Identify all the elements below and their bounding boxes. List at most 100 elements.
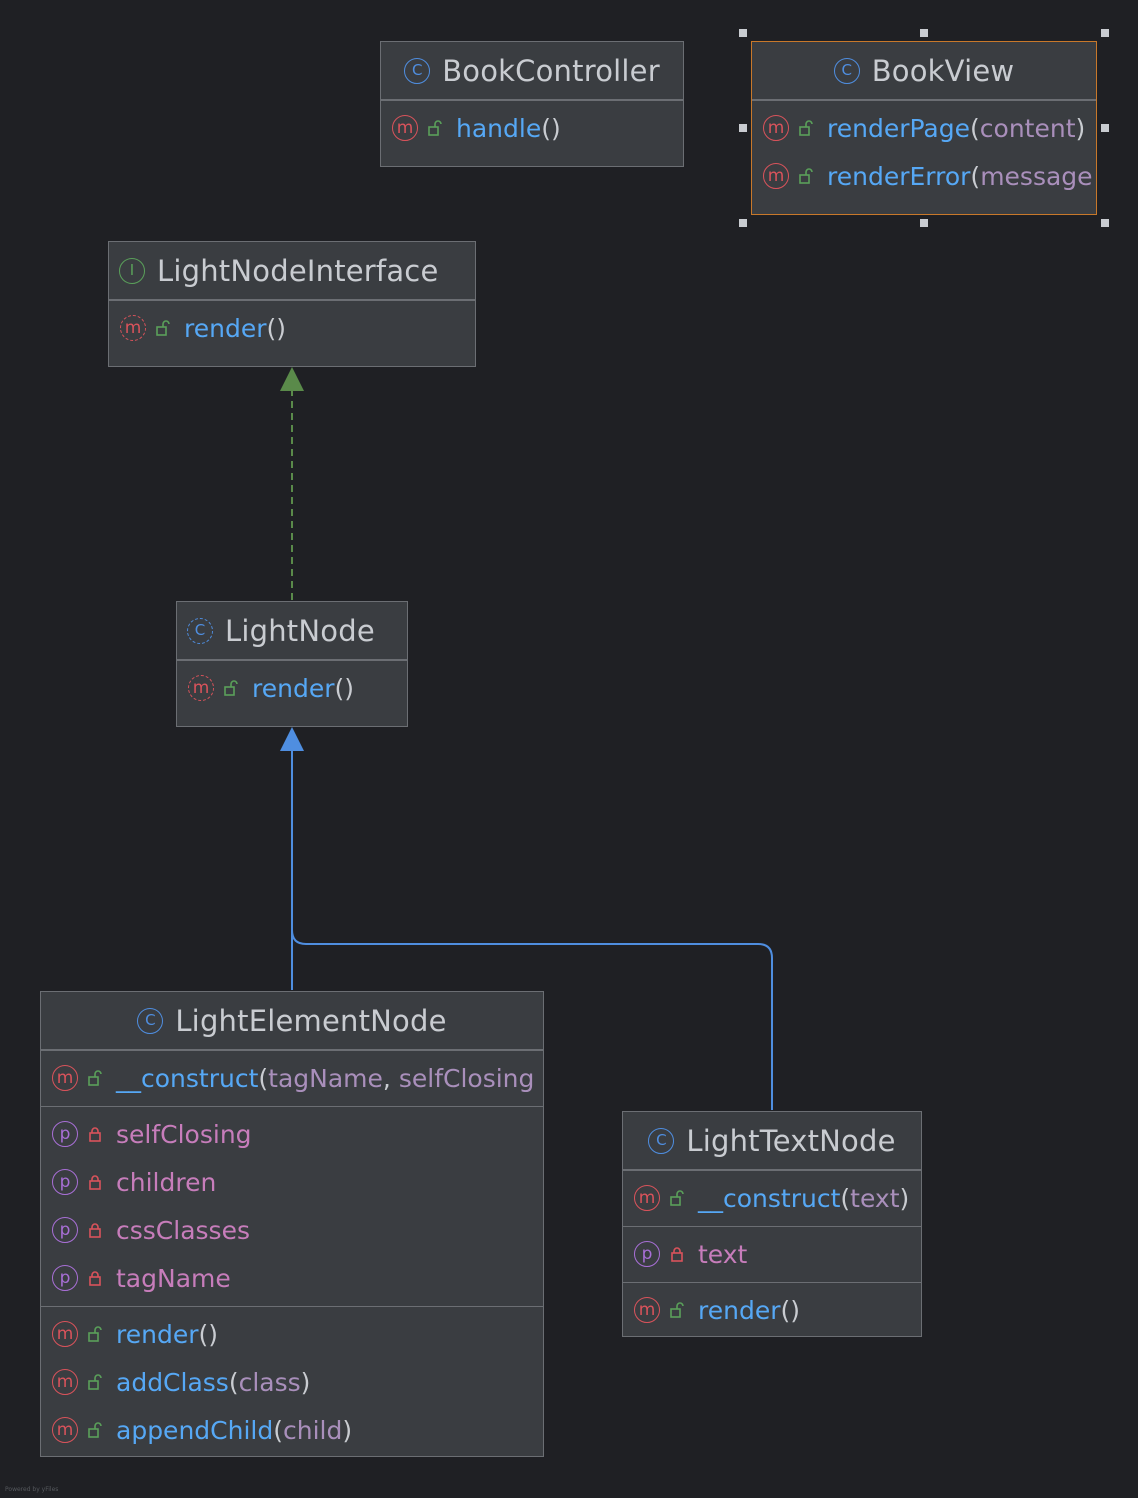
method-icon: m: [52, 1065, 78, 1091]
method-row[interactable]: m handle(): [381, 104, 683, 152]
extends-arrowhead: [280, 727, 304, 751]
class-name: BookController: [442, 53, 660, 88]
open-paren: (: [273, 1415, 283, 1445]
private-lock-icon: [89, 1127, 101, 1142]
property-name: text: [698, 1239, 748, 1269]
class-name: BookView: [871, 53, 1015, 88]
class-header: C BookController: [381, 42, 683, 100]
private-lock-icon: [671, 1247, 683, 1262]
resize-handle-s[interactable]: [920, 219, 928, 227]
property-row[interactable]: p selfClosing: [41, 1110, 543, 1158]
constructor-row[interactable]: m __construct(tagName,selfClosing: [41, 1054, 543, 1102]
property-row[interactable]: p tagName: [41, 1254, 543, 1302]
public-lock-icon: [88, 1070, 102, 1086]
property-name: children: [116, 1167, 217, 1197]
public-lock-icon: [670, 1190, 684, 1206]
interface-name: LightNodeInterface: [157, 253, 439, 288]
method-row[interactable]: m renderPage(content): [752, 104, 1096, 152]
properties-section: p selfClosing p children p cssClasses p …: [41, 1106, 543, 1306]
public-lock-icon: [670, 1302, 684, 1318]
close-paren: ): [899, 1183, 910, 1213]
method-param: child: [282, 1415, 343, 1445]
method-param: content: [979, 113, 1076, 143]
method-row[interactable]: m renderError(message: [752, 152, 1096, 200]
close-paren: ): [300, 1367, 311, 1397]
method-icon: m: [763, 163, 789, 189]
method-row[interactable]: m render(): [623, 1286, 921, 1334]
method-icon: m: [763, 115, 789, 141]
methods-section: m render() m addClass(class) m appendChi…: [41, 1306, 543, 1456]
property-name: selfClosing: [116, 1119, 252, 1149]
resize-handle-e[interactable]: [1101, 124, 1109, 132]
method-row[interactable]: m render(): [177, 664, 407, 712]
class-icon: C: [648, 1127, 675, 1154]
close-paren: ): [1075, 113, 1086, 143]
property-row[interactable]: p children: [41, 1158, 543, 1206]
method-icon: m: [52, 1369, 78, 1395]
class-box-light-element-node[interactable]: C LightElementNode m __construct(tagName…: [40, 991, 544, 1457]
class-name: LightNode: [225, 613, 375, 648]
open-paren: (: [970, 161, 981, 191]
method-row[interactable]: m render(): [109, 304, 475, 352]
interface-box-light-node-interface[interactable]: I LightNodeInterface m render(): [108, 241, 476, 367]
method-icon: m: [634, 1297, 660, 1323]
method-name: appendChild: [116, 1415, 274, 1445]
class-box-light-text-node[interactable]: C LightTextNode m __construct(text) p te…: [622, 1111, 922, 1337]
open-paren: (: [258, 1063, 269, 1093]
method-icon: m: [634, 1185, 660, 1211]
property-name: cssClasses: [116, 1215, 250, 1245]
abstract-method-icon: m: [188, 675, 214, 701]
resize-handle-nw[interactable]: [739, 29, 747, 37]
property-row[interactable]: p text: [623, 1230, 921, 1278]
class-header: C LightNode: [177, 602, 407, 660]
public-lock-icon: [224, 680, 238, 696]
private-lock-icon: [89, 1175, 101, 1190]
resize-handle-ne[interactable]: [1101, 29, 1109, 37]
resize-handle-sw[interactable]: [739, 219, 747, 227]
interface-icon: I: [119, 257, 145, 284]
class-header: C LightElementNode: [41, 992, 543, 1050]
class-box-book-controller[interactable]: C BookController m handle(): [380, 41, 684, 167]
method-name: handle: [456, 113, 542, 143]
open-paren: (: [228, 1367, 239, 1397]
private-lock-icon: [89, 1271, 101, 1286]
method-name: render: [184, 313, 267, 343]
method-param: message: [980, 161, 1093, 191]
resize-handle-n[interactable]: [920, 29, 928, 37]
property-icon: p: [52, 1265, 78, 1291]
class-name: LightTextNode: [686, 1123, 896, 1158]
method-row[interactable]: m appendChild(child): [41, 1406, 543, 1454]
property-icon: p: [52, 1217, 78, 1243]
public-lock-icon: [799, 120, 813, 136]
method-name: render: [698, 1295, 781, 1325]
close-paren: ): [342, 1415, 353, 1445]
class-box-book-view[interactable]: C BookView m renderPage(content) m rende…: [751, 41, 1097, 215]
constructor-row[interactable]: m __construct(text): [623, 1174, 921, 1222]
property-icon: p: [52, 1121, 78, 1147]
method-icon: m: [52, 1417, 78, 1443]
resize-handle-se[interactable]: [1101, 219, 1109, 227]
extends-edge-text-node[interactable]: [291, 929, 773, 1110]
method-row[interactable]: m render(): [41, 1310, 543, 1358]
method-name: renderPage: [827, 113, 971, 143]
public-lock-icon: [88, 1422, 102, 1438]
method-param: selfClosing: [398, 1063, 535, 1093]
method-param: tagName: [268, 1063, 383, 1093]
constructor-section: m __construct(tagName,selfClosing: [41, 1050, 543, 1106]
class-box-light-node[interactable]: C LightNode m render(): [176, 601, 408, 727]
class-icon: C: [137, 1007, 164, 1034]
method-parens: (): [198, 1319, 218, 1349]
property-row[interactable]: p cssClasses: [41, 1206, 543, 1254]
method-row[interactable]: m addClass(class): [41, 1358, 543, 1406]
resize-handle-w[interactable]: [739, 124, 747, 132]
properties-section: p text: [623, 1226, 921, 1282]
public-lock-icon: [799, 168, 813, 184]
method-icon: m: [392, 115, 418, 141]
method-param: class: [238, 1367, 301, 1397]
abstract-class-icon: C: [187, 617, 213, 644]
private-lock-icon: [89, 1223, 101, 1238]
method-name: renderError: [827, 161, 971, 191]
public-lock-icon: [88, 1374, 102, 1390]
open-paren: (: [840, 1183, 851, 1213]
